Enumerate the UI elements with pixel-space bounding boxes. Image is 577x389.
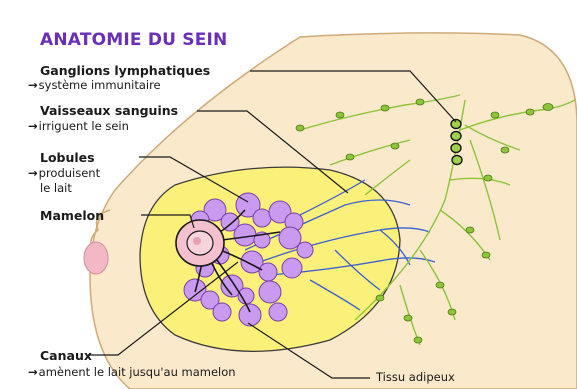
label-ganglions-name: Ganglions lymphatiques	[40, 63, 210, 78]
label-vaisseaux-desc-text: irriguent le sein	[39, 119, 129, 133]
arrow-right-icon: →	[28, 166, 38, 180]
arrow-right-icon: →	[28, 78, 38, 92]
arrow-right-icon: →	[28, 365, 38, 379]
label-canaux-desc: →amènent le lait jusqu'au mamelon	[28, 366, 236, 380]
label-tissu: Tissu adipeux	[376, 371, 455, 385]
arrow-right-icon: →	[28, 119, 38, 133]
label-canaux-name: Canaux	[40, 348, 92, 363]
label-vaisseaux-name: Vaisseaux sanguins	[40, 103, 178, 118]
label-lobules-name: Lobules	[40, 150, 95, 165]
label-lobules-desc-line2: le lait	[40, 182, 72, 196]
diagram-title: ANATOMIE DU SEIN	[40, 30, 228, 50]
nipple-areola	[176, 220, 224, 266]
label-ganglions-desc-text: système immunitaire	[39, 78, 161, 92]
nipple-outer	[84, 242, 108, 274]
label-mamelon-name: Mamelon	[40, 208, 104, 223]
label-ganglions-desc: →système immunitaire	[28, 79, 161, 93]
label-vaisseaux-desc: →irriguent le sein	[28, 120, 129, 134]
label-lobules-desc-line1: produisent	[39, 166, 100, 180]
label-canaux-desc-text: amènent le lait jusqu'au mamelon	[39, 365, 236, 379]
label-lobules-desc: →produisent	[28, 167, 100, 181]
